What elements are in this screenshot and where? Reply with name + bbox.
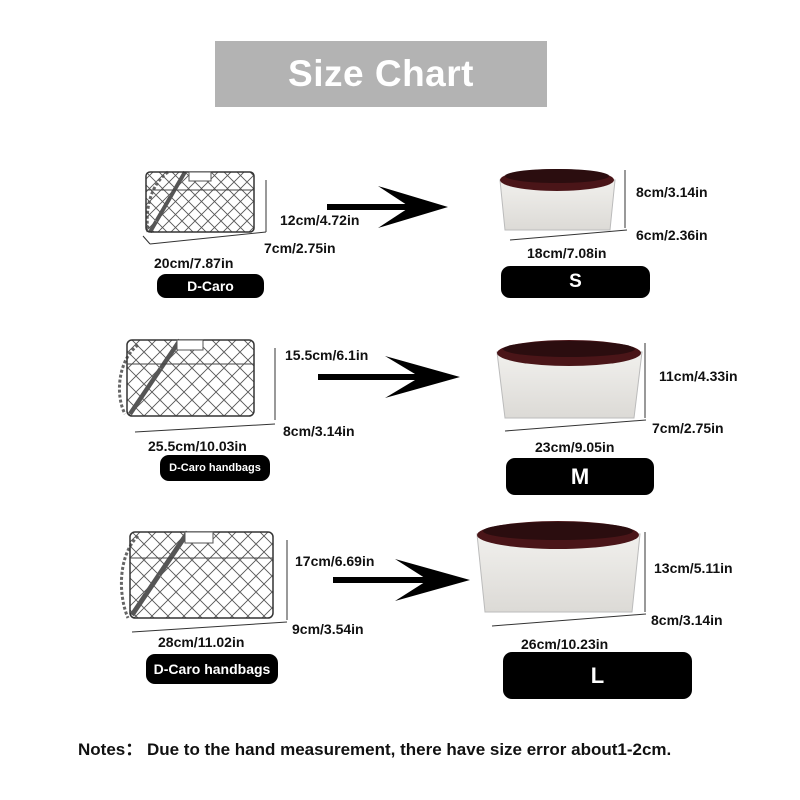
- title-banner: Size Chart: [215, 41, 547, 107]
- insert-dimension-lines-medium: [504, 343, 647, 432]
- insert-illustration-small: [499, 169, 616, 231]
- insert-width-label: 18cm/7.08in: [527, 245, 607, 261]
- insert-depth-label: 7cm/2.75in: [652, 420, 724, 436]
- bag-height-label: 12cm/4.72in: [280, 212, 360, 228]
- page-title: Size Chart: [288, 53, 474, 94]
- bag-model-badge: D-Caro handbags: [146, 654, 278, 684]
- bag-illustration-small: [145, 170, 255, 234]
- bag-dimension-lines-large: [131, 540, 288, 633]
- size-badge-l: L: [503, 652, 692, 699]
- bag-depth-label: 8cm/3.14in: [283, 423, 355, 439]
- insert-illustration-medium: [496, 340, 643, 419]
- insert-dimension-lines-small: [509, 170, 628, 241]
- bag-depth-label: 9cm/3.54in: [292, 621, 364, 637]
- arrow-icon: [318, 356, 460, 398]
- size-badge-m: M: [506, 458, 654, 495]
- insert-height-label: 8cm/3.14in: [636, 184, 708, 200]
- insert-height-label: 13cm/5.11in: [654, 560, 733, 576]
- bag-dimension-lines-small: [142, 180, 267, 245]
- bag-model-badge: D-Caro: [157, 274, 264, 298]
- measurement-note: Notes： Due to the hand measurement, ther…: [78, 740, 672, 759]
- arrow-icon: [327, 186, 448, 228]
- arrow-icon: [333, 559, 470, 601]
- bag-illustration-large: [119, 530, 274, 619]
- insert-illustration-large: [476, 521, 641, 613]
- bag-illustration-medium: [117, 338, 255, 417]
- insert-width-label: 26cm/10.23in: [521, 636, 609, 652]
- bag-model-badge: D-Caro handbags: [160, 455, 270, 481]
- bag-depth-label: 7cm/2.75in: [264, 240, 336, 256]
- bag-width-label: 20cm/7.87in: [154, 255, 234, 271]
- insert-height-label: 11cm/4.33in: [659, 368, 738, 384]
- bag-height-label: 15.5cm/6.1in: [285, 347, 369, 363]
- bag-dimension-lines-medium: [134, 348, 276, 433]
- insert-dimension-lines-large: [491, 532, 647, 627]
- insert-depth-label: 6cm/2.36in: [636, 227, 708, 243]
- size-badge-s: S: [501, 266, 650, 298]
- bag-width-label: 28cm/11.02in: [158, 634, 245, 650]
- insert-width-label: 23cm/9.05in: [535, 439, 615, 455]
- bag-width-label: 25.5cm/10.03in: [148, 438, 247, 454]
- bag-height-label: 17cm/6.69in: [295, 553, 375, 569]
- insert-depth-label: 8cm/3.14in: [651, 612, 723, 628]
